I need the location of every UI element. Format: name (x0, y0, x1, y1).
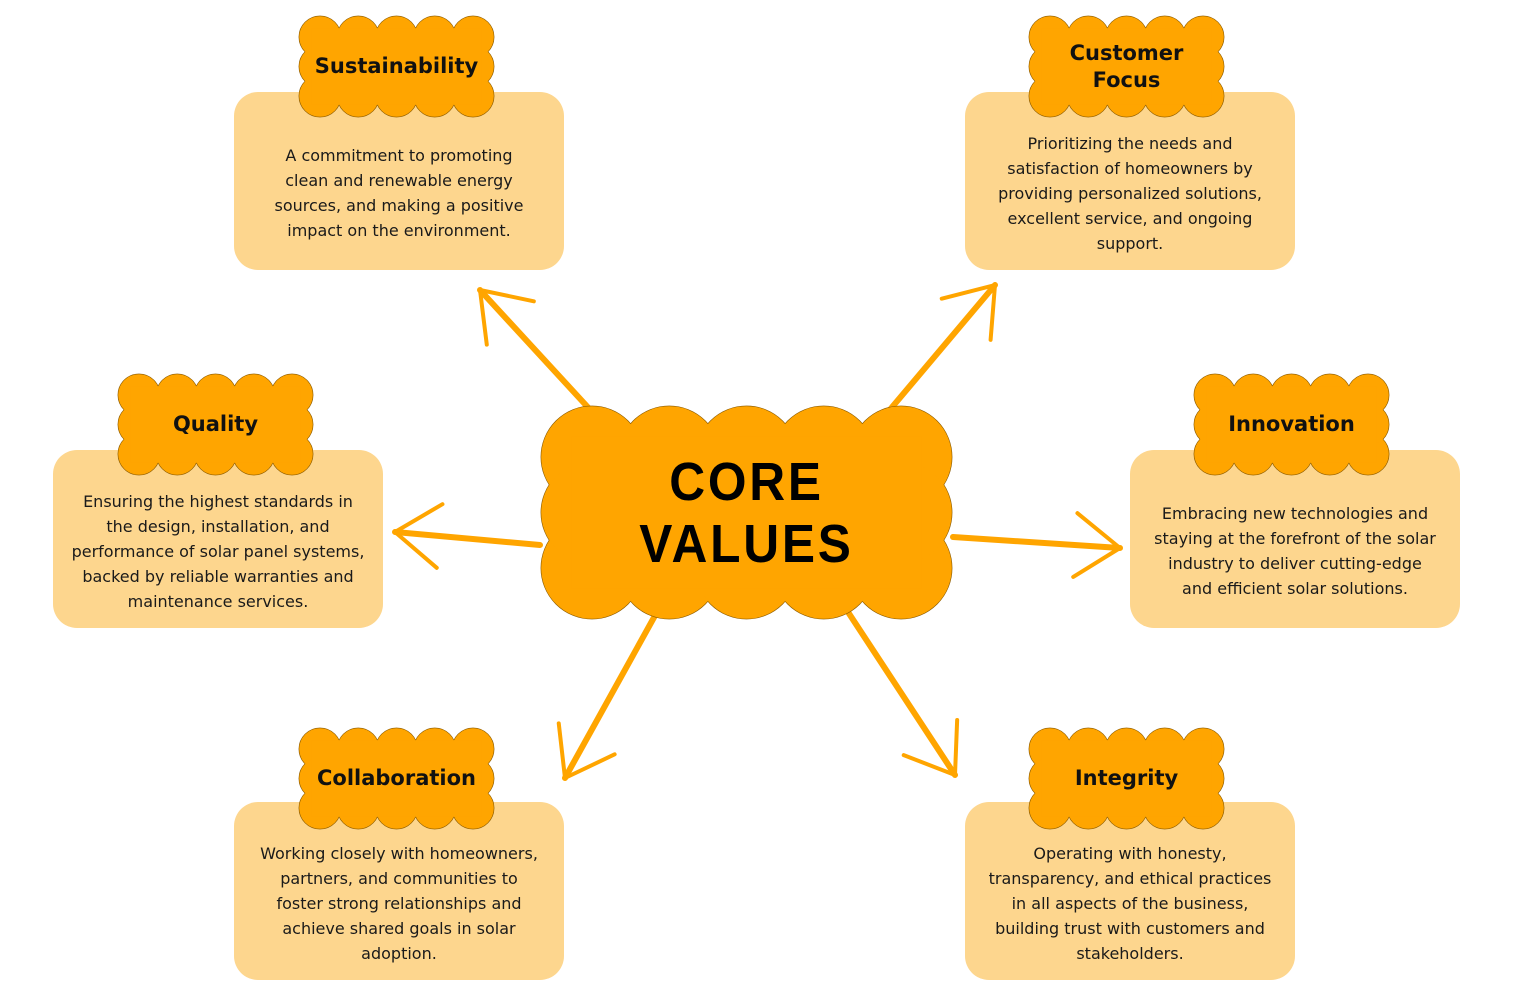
card-text: A commitment to promoting clean and rene… (274, 146, 524, 240)
badge-collaboration: Collaboration (298, 727, 495, 830)
card-quality: Ensuring the highest standards in the de… (53, 450, 383, 628)
arrow-head (953, 718, 960, 777)
card-innovation: Embracing new technologies and staying a… (1130, 450, 1460, 628)
badge-title: Innovation (1228, 412, 1355, 436)
badge-title: Integrity (1074, 766, 1179, 790)
card-text: Working closely with homeowners, partner… (260, 843, 538, 963)
arrow-head (939, 283, 997, 301)
badge-customer-focus: Customer Focus (1028, 15, 1225, 118)
arrow-head (393, 502, 445, 534)
arrow-head (988, 283, 997, 342)
badge-title: Customer Focus (1069, 40, 1184, 92)
cloud-icon (1028, 727, 1225, 830)
card-customer-focus: Prioritizing the needs and satisfaction … (965, 92, 1295, 270)
badge-integrity: Integrity (1028, 727, 1225, 830)
card-text: Embracing new technologies and staying a… (1154, 504, 1436, 598)
core-values-cloud: CORE VALUES (540, 405, 953, 620)
cloud-icon (1028, 15, 1225, 118)
arrow-head (478, 288, 489, 347)
badge-innovation: Innovation (1193, 373, 1390, 476)
arrow-head (901, 753, 957, 777)
badge-sustainability: Sustainability (298, 15, 495, 118)
arrow-head (478, 288, 536, 304)
cloud-body (1041, 740, 1212, 817)
card-text: Operating with honesty, transparency, an… (988, 843, 1272, 963)
card-text: Ensuring the highest standards in the de… (71, 491, 365, 611)
arrow-head (393, 530, 439, 570)
badge-quality: Quality (117, 373, 314, 476)
cloud-icon (540, 405, 953, 620)
cloud-body (130, 386, 301, 463)
arrow-shaft (845, 609, 958, 778)
arrow-shaft (392, 529, 543, 548)
card-text: Prioritizing the needs and satisfaction … (998, 133, 1262, 253)
cloud-icon (117, 373, 314, 476)
arrow-head (1071, 546, 1122, 579)
cloud-body (571, 436, 922, 589)
cloud-body (311, 28, 482, 105)
badge-title: Quality (172, 412, 259, 436)
badge-title: Collaboration (316, 766, 476, 790)
card-integrity: Operating with honesty, transparency, an… (965, 802, 1295, 980)
cloud-icon (298, 727, 495, 830)
cloud-body (1041, 28, 1212, 105)
card-collaboration: Working closely with homeowners, partner… (234, 802, 564, 980)
arrow-shaft (562, 609, 660, 781)
cloud-icon (1193, 373, 1390, 476)
badge-title: Sustainability (314, 54, 479, 78)
card-sustainability: A commitment to promoting clean and rene… (234, 92, 564, 270)
arrow-head (556, 721, 567, 780)
cloud-icon (298, 15, 495, 118)
arrow-shaft (885, 282, 998, 415)
arrow-head (563, 752, 617, 780)
center-title: CORE VALUES (639, 451, 854, 574)
cloud-body (1206, 386, 1377, 463)
arrow-shaft (477, 287, 598, 418)
arrow-shaft (950, 534, 1123, 551)
arrow-head (1075, 511, 1122, 550)
cloud-body (311, 740, 482, 817)
